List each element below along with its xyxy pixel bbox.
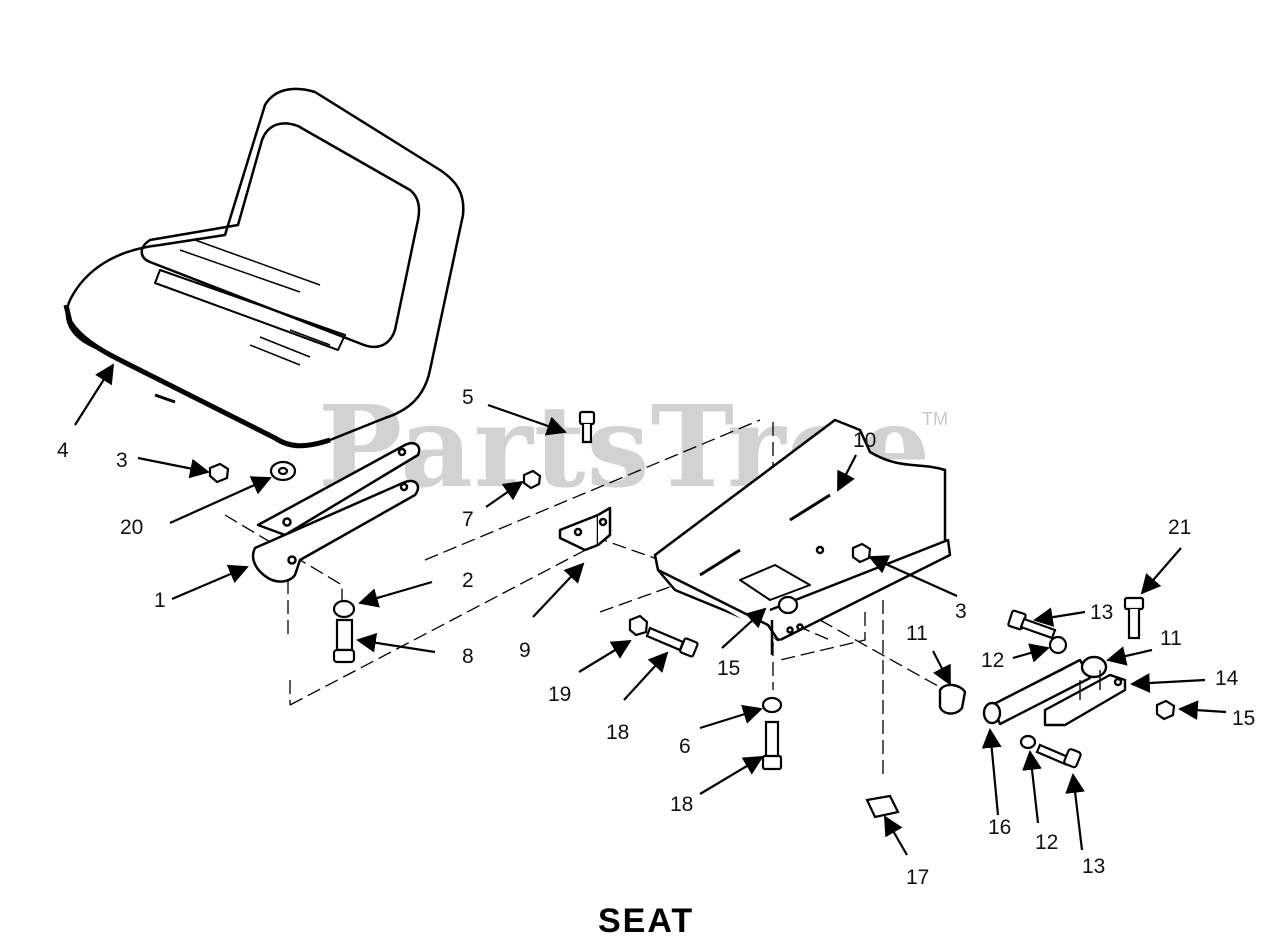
callout-20: 20 bbox=[120, 516, 144, 539]
angle-bracket bbox=[558, 506, 612, 552]
seat-shell bbox=[63, 87, 465, 449]
callout-5: 5 bbox=[462, 386, 474, 409]
callout-15a: 15 bbox=[717, 657, 741, 680]
leader-arrows bbox=[74, 363, 1227, 856]
callout-15b: 15 bbox=[1232, 707, 1256, 730]
seat-slide-bracket bbox=[251, 441, 421, 583]
callout-4: 4 bbox=[57, 439, 69, 462]
callout-13a: 13 bbox=[1090, 601, 1114, 624]
fasteners bbox=[208, 410, 1176, 819]
callout-12a: 12 bbox=[981, 649, 1005, 672]
callout-10: 10 bbox=[853, 429, 877, 452]
trademark-text: TM bbox=[922, 409, 948, 429]
callout-3b: 3 bbox=[955, 600, 967, 623]
callout-12b: 12 bbox=[1035, 831, 1059, 854]
callout-13b: 13 bbox=[1082, 855, 1106, 878]
callout-21: 21 bbox=[1168, 516, 1192, 539]
callout-9: 9 bbox=[519, 639, 531, 662]
callout-1: 1 bbox=[154, 589, 166, 612]
diagram-drawing bbox=[63, 87, 1227, 856]
seat-pan-frame bbox=[653, 418, 952, 655]
callout-18b: 18 bbox=[670, 793, 694, 816]
callout-8: 8 bbox=[462, 645, 474, 668]
parts-diagram: PartsTree TM bbox=[57, 87, 1256, 938]
shock-assembly bbox=[938, 655, 1127, 727]
callout-17: 17 bbox=[906, 866, 930, 889]
diagram-caption: SEAT bbox=[598, 902, 695, 940]
callout-14: 14 bbox=[1215, 667, 1239, 690]
callout-7: 7 bbox=[462, 508, 474, 531]
callout-11b: 11 bbox=[1160, 627, 1182, 650]
callout-3a: 3 bbox=[116, 449, 128, 472]
callout-19: 19 bbox=[548, 683, 572, 706]
callout-6: 6 bbox=[679, 735, 691, 758]
callout-18a: 18 bbox=[606, 721, 630, 744]
callout-2: 2 bbox=[462, 569, 474, 592]
callout-11a: 11 bbox=[906, 622, 928, 645]
callout-16: 16 bbox=[988, 816, 1012, 839]
